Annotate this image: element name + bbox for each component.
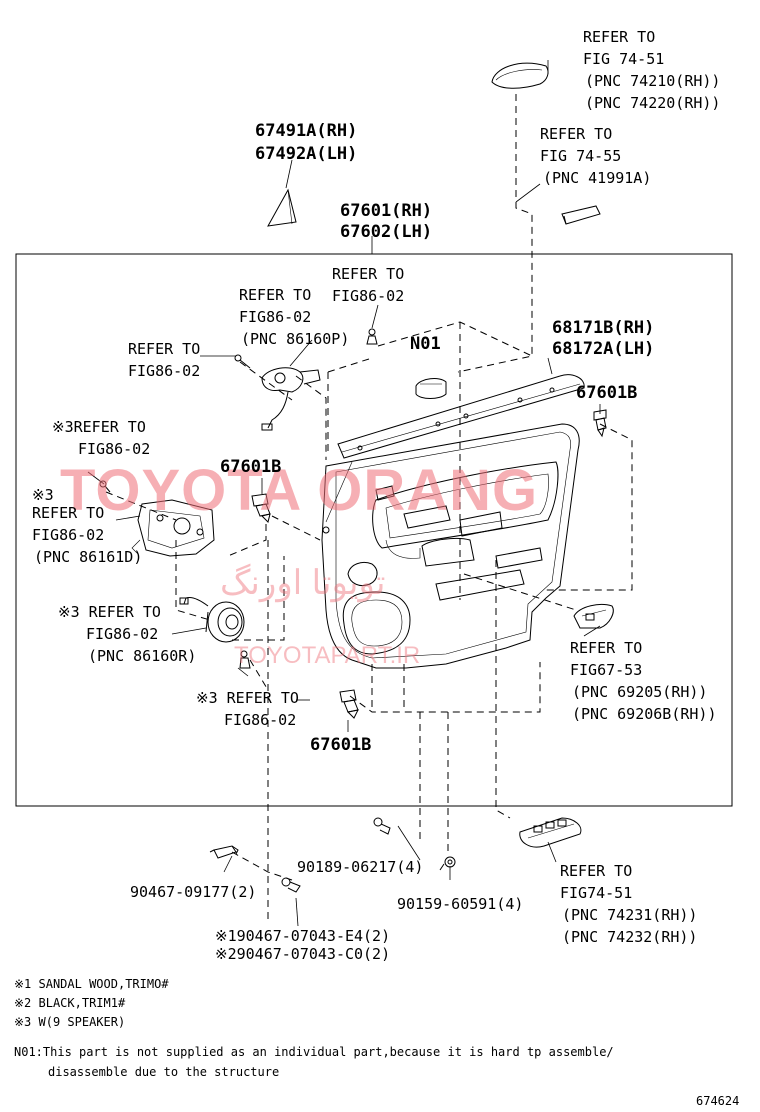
clip-67601b-right — [593, 409, 607, 438]
note-n01-line1: N01:This part is not supplied as an indi… — [14, 1045, 614, 1059]
screw-speaker-left — [99, 480, 111, 493]
watermark-brand: TOYOTA ORANG — [60, 458, 539, 523]
callout-ref-fig6753-l2: FIG67-53 — [570, 661, 643, 679]
clip-90467-07043 — [281, 877, 301, 893]
callout-ref-fig7451-top-l2: FIG 74-51 — [583, 50, 665, 68]
callout-ref-fig7451-bot-l3: (PNC 74231(RH)) — [562, 906, 698, 924]
part-label-n01: N01 — [410, 334, 441, 354]
callout-ref-fig8602-g-l1: ※3 REFER TO — [196, 689, 299, 707]
callout-ref-fig8602-e-l2: REFER TO — [32, 504, 105, 522]
clip-67601b-bot — [339, 689, 359, 719]
callout-ref-fig7451-top-l1: REFER TO — [583, 28, 656, 46]
callout-ref-fig8602-f-l2: FIG86-02 — [86, 625, 159, 643]
part-number-90467-09177: 90467-09177(2) — [130, 883, 257, 901]
screw-speaker-bot — [239, 650, 251, 669]
part-number-67601: 67601(RH) — [340, 201, 433, 221]
window-moulding — [337, 374, 585, 459]
callout-ref-fig7455-l3: (PNC 41991A) — [543, 169, 652, 187]
window-switch-74231 — [519, 817, 582, 848]
part-number-90159: 90159-60591(4) — [397, 895, 524, 913]
callout-ref-fig8602-b-l2: FIG86-02 — [239, 308, 312, 326]
part-number-90467-07043-e4: ※190467-07043-E4(2) — [215, 927, 391, 945]
screw-90189 — [373, 817, 391, 835]
part-number-67601b-bot: 67601B — [310, 735, 372, 755]
callout-ref-fig7451-bot-l4: (PNC 74232(RH)) — [562, 928, 698, 946]
diagram-id: 674624 — [696, 1094, 740, 1108]
note-2: ※2 BLACK,TRIM1# — [14, 996, 126, 1010]
callout-ref-fig7455-l1: REFER TO — [540, 125, 613, 143]
callout-ref-fig8602-e-l3: FIG86-02 — [32, 526, 105, 544]
switch-bezel-69205 — [573, 603, 614, 629]
clip-90467-09177 — [209, 845, 239, 859]
watermark-site: TOYOTAPART.IR — [234, 642, 421, 669]
leader-lines — [87, 60, 601, 927]
callout-ref-fig7455-l2: FIG 74-55 — [540, 147, 622, 165]
callout-ref-fig7451-bot-l2: FIG74-51 — [560, 884, 633, 902]
dashed-assembly-lines — [105, 94, 633, 920]
screw-top — [366, 328, 378, 345]
part-number-90189: 90189-06217(4) — [297, 858, 424, 876]
part-number-67491a: 67491A(RH) — [255, 121, 358, 141]
speaker-bracket-86161d — [131, 499, 215, 557]
callout-ref-fig8602-g-l2: FIG86-02 — [224, 711, 297, 729]
callout-ref-fig8602-a-l1: REFER TO — [332, 265, 405, 283]
screw-left — [234, 354, 251, 369]
part-number-90467-07043-c0: ※290467-07043-C0(2) — [215, 945, 391, 963]
part-number-67492a: 67492A(LH) — [255, 144, 358, 164]
callout-ref-fig8602-b-l3: (PNC 86160P) — [241, 330, 350, 348]
callout-ref-fig8602-f-l3: (PNC 86160R) — [88, 647, 197, 665]
note-n01-line2: disassemble due to the structure — [48, 1065, 280, 1079]
woofer-86160r — [179, 597, 245, 643]
watermark-persian: تویوتا اورنگ — [220, 564, 386, 602]
callout-ref-fig7451-bot-l1: REFER TO — [560, 862, 633, 880]
callout-ref-fig8602-e-l4: (PNC 86161D) — [34, 548, 143, 566]
callout-ref-fig8602-c-l1: REFER TO — [128, 340, 201, 358]
callout-ref-fig7451-top-l4: (PNC 74220(RH)) — [585, 94, 721, 112]
callout-ref-fig7451-top-l3: (PNC 74210(RH)) — [585, 72, 721, 90]
tweeter-86160p — [261, 367, 321, 431]
switch-cover-top — [491, 62, 549, 89]
note-3: ※3 W(9 SPEAKER) — [14, 1015, 126, 1029]
callout-ref-fig6753-l4: (PNC 69206B(RH)) — [572, 705, 717, 723]
part-number-67601b-right: 67601B — [576, 383, 638, 403]
callout-ref-fig6753-l3: (PNC 69205(RH)) — [572, 683, 708, 701]
part-number-68171b: 68171B(RH) — [552, 318, 655, 338]
callout-ref-fig8602-f-l1: ※3 REFER TO — [58, 603, 161, 621]
clip-67601b-mid — [251, 493, 271, 523]
callout-ref-fig8602-b-l1: REFER TO — [239, 286, 312, 304]
callout-ref-fig6753-l1: REFER TO — [570, 639, 643, 657]
nut-90159 — [439, 856, 456, 871]
callout-ref-fig8602-c-l2: FIG86-02 — [128, 362, 201, 380]
assembly-frame — [15, 253, 733, 807]
callout-ref-fig8602-a-l2: FIG86-02 — [332, 287, 405, 305]
callout-ref-fig8602-d-l2: FIG86-02 — [78, 440, 151, 458]
callout-ref-fig8602-d-l1: ※3REFER TO — [52, 418, 146, 436]
part-number-67602: 67602(LH) — [340, 222, 433, 242]
triangle-cover — [267, 188, 297, 227]
note-1: ※1 SANDAL WOOD,TRIMO# — [14, 977, 169, 991]
part-number-67601b-mid: 67601B — [220, 457, 282, 477]
callout-ref-fig8602-e-l1: ※3 — [32, 486, 54, 504]
part-number-68172a: 68172A(LH) — [552, 339, 655, 359]
door-trim-panel — [321, 423, 580, 669]
n01-part — [415, 378, 447, 399]
pad-41991a — [561, 205, 601, 225]
